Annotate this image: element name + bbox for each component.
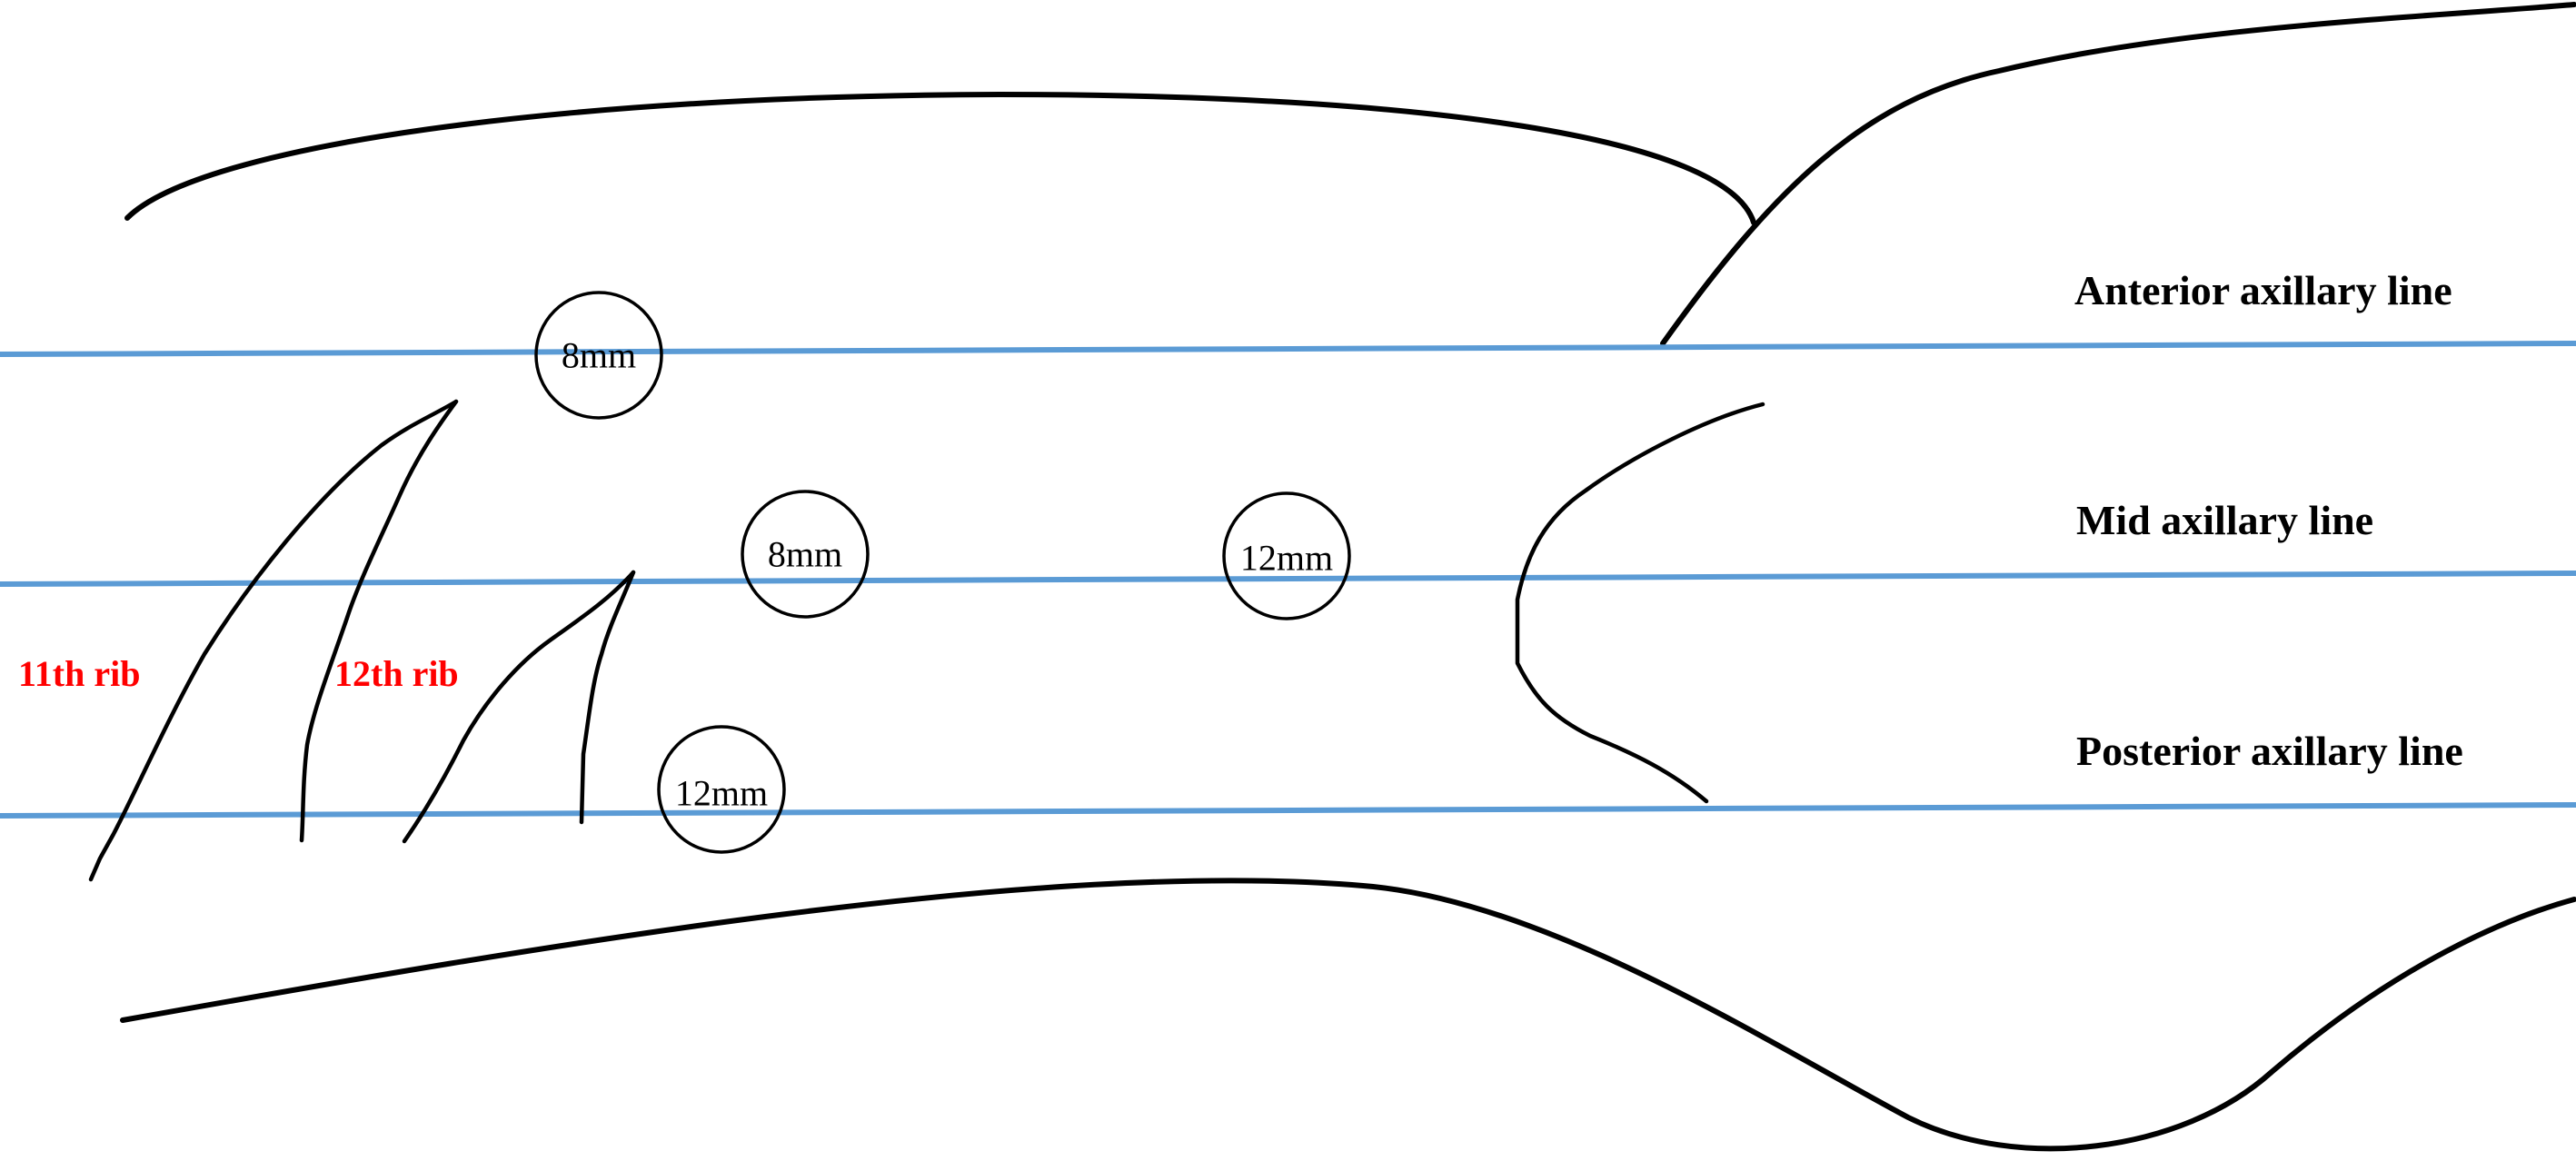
body-outline-lower <box>120 878 2576 1152</box>
port-12mm-lower: 12mm <box>657 725 786 854</box>
port-label: 8mm <box>562 335 636 376</box>
rib-11-anterior-edge <box>88 399 459 882</box>
mid-axillary-line <box>0 571 2576 587</box>
posterior-axillary-line <box>0 802 2576 819</box>
rib-label-11th: 11th rib <box>18 653 140 694</box>
port-label: 12mm <box>1240 538 1333 579</box>
port-8mm-mid: 8mm <box>741 490 870 619</box>
rib-label-12th: 12th rib <box>334 653 459 694</box>
port-label: 12mm <box>675 773 768 814</box>
body-outline-upper-arc <box>124 92 1756 225</box>
label-posterior-axillary-line: Posterior axillary line <box>2076 728 2463 774</box>
label-mid-axillary-line: Mid axillary line <box>2076 497 2373 543</box>
rib-11-posterior-edge <box>299 399 459 843</box>
curved-structure <box>1515 402 1765 804</box>
body-outline-shoulder <box>1660 2 2576 346</box>
rib-12-posterior-edge <box>579 570 636 825</box>
port-label: 8mm <box>768 534 842 575</box>
port-12mm-mid: 12mm <box>1222 491 1351 620</box>
port-circle <box>534 291 663 420</box>
rib-12-anterior-edge <box>402 570 636 844</box>
port-8mm-upper: 8mm <box>534 291 663 420</box>
port-circle <box>1222 491 1351 620</box>
port-circle <box>741 490 870 619</box>
port-circle <box>657 725 786 854</box>
label-anterior-axillary-line: Anterior axillary line <box>2074 267 2452 313</box>
anterior-axillary-line <box>0 341 2576 357</box>
